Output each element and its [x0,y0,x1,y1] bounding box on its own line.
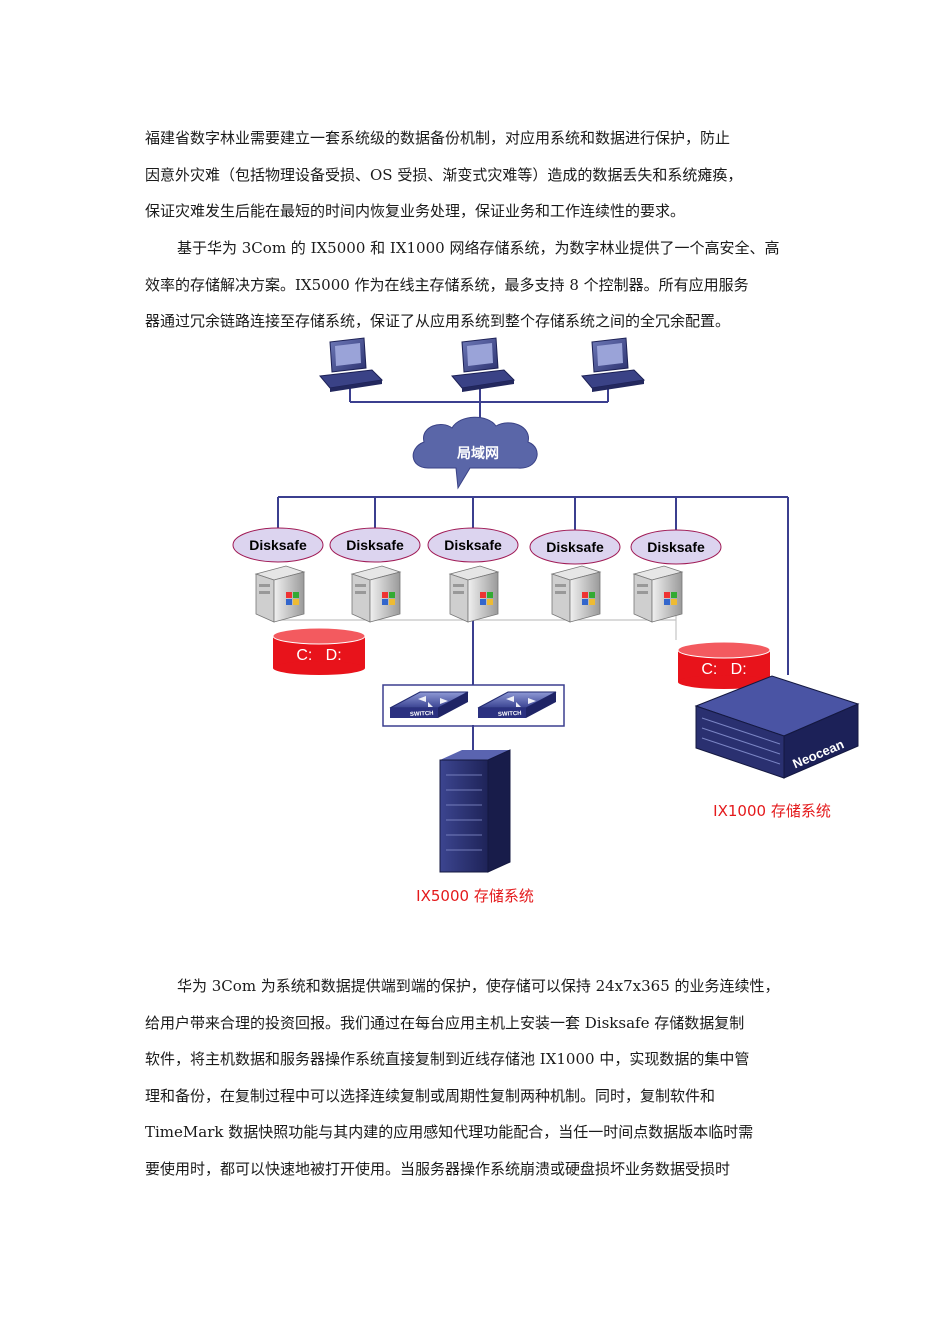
switch-icon [389,691,469,718]
app-server-icon [633,565,683,623]
client-pc-icon [451,337,515,393]
app-server-icon [551,565,601,623]
local-drive-icon [677,641,771,689]
paragraph-storage-solution: 基于华为 3Com 的 IX5000 和 IX1000 网络存储系统，为数字林业… [145,230,815,340]
lan-label: 局域网 [457,445,499,462]
text-line: 福建省数字林业需要建立一套系统级的数据备份机制，对应用系统和数据进行保护，防止 [145,129,731,147]
text-line: 效率的存储解决方案。IX5000 作为在线主存储系统，最多支持 8 个控制器。所… [145,275,749,294]
disksafe-agent-label: Disksafe [346,537,404,553]
text-line: 理和备份，在复制过程中可以选择连续复制或周期性复制两种机制。同时，复制软件和 [145,1086,716,1105]
text-line: 给用户带来合理的投资回报。我们通过在每台应用主机上安装一套 Disksafe 存… [145,1013,745,1032]
lan-cloud-icon [412,416,538,490]
ix5000-caption: IX5000 存储系统 [416,887,534,905]
paragraph-end-to-end-protection: 华为 3Com 为系统和数据提供端到端的保护，使存储可以保持 24x7x365 … [145,968,815,1187]
drive-label: C: D: [701,661,746,678]
drive-label: C: D: [296,647,341,664]
text-line: 因意外灾难（包括物理设备受损、OS 受损、渐变式灾难等）造成的数据丢失和系统瘫痪… [145,165,743,184]
switch-label: SWITCH [410,711,434,718]
app-server-icon [449,565,499,623]
network-diagram: 局域网 Disksafe Disksafe Disksafe Disksafe … [232,337,860,905]
text-line: 软件，将主机数据和服务器操作系统直接复制到近线存储池 IX1000 中，实现数据… [145,1050,750,1068]
ix1000-storage-icon [694,675,860,779]
text-line: 要使用时，都可以快速地被打开使用。当服务器操作系统崩溃或硬盘损坏业务数据受损时 [145,1159,731,1178]
text-line: 保证灾难发生后能在最短的时间内恢复业务处理，保证业务和工作连续性的要求。 [145,202,686,220]
ix5000-rack-icon [439,749,511,873]
disksafe-agent-label: Disksafe [444,537,502,553]
app-server-icon [255,565,305,623]
text-line: 基于华为 3Com 的 IX5000 和 IX1000 网络存储系统，为数字林业… [177,239,780,257]
ix1000-caption: IX1000 存储系统 [713,802,831,820]
client-pc-icon [319,337,383,393]
switch-icon [477,691,557,718]
text-line: 器通过冗余链路连接至存储系统，保证了从应用系统到整个存储系统之间的全冗余配置。 [145,312,731,330]
switch-label: SWITCH [498,711,522,718]
disksafe-agent-label: Disksafe [249,537,307,553]
lan-links [277,386,789,750]
disksafe-agent-label: Disksafe [546,539,604,555]
text-line: 华为 3Com 为系统和数据提供端到端的保护，使存储可以保持 24x7x365 … [177,977,780,995]
paragraph-backup-requirement: 福建省数字林业需要建立一套系统级的数据备份机制，对应用系统和数据进行保护，防止 … [145,120,815,230]
disksafe-agent-label: Disksafe [647,539,705,555]
text-line: TimeMark 数据快照功能与其内建的应用感知代理功能配合，当任一时间点数据版… [145,1123,754,1141]
app-server-icon [351,565,401,623]
switch-group [382,684,565,727]
client-pc-icon [581,337,645,393]
local-drive-icon [272,627,366,675]
